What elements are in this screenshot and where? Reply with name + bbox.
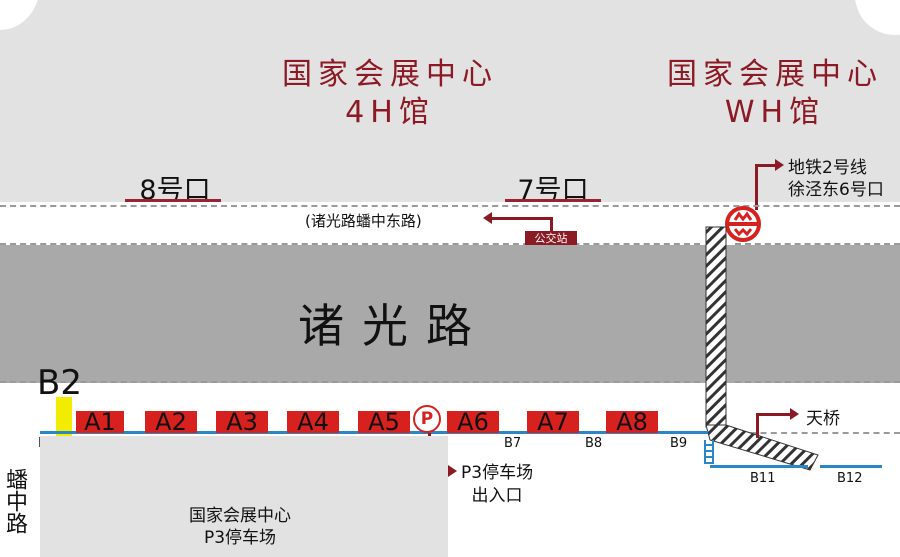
p3-entrance-label: P3停车场 出入口 [461,462,533,508]
platform-line-b12 [820,465,882,468]
stall-a7[interactable]: A7 [527,410,579,434]
platform-line-b11 [710,465,808,468]
parking-icon[interactable]: P [413,405,441,433]
corner-cut-left [0,0,40,30]
sidewalk-bottom-line-right [735,243,900,245]
stall-a5[interactable]: A5 [358,410,410,434]
gate-7-marker [505,199,601,202]
sidewalk-top-line [0,205,900,207]
stall-a4[interactable]: A4 [287,410,339,434]
metro-info: 地铁2号线 徐泾东6号口 [788,157,884,201]
main-road [0,245,900,383]
bridge-side-line [740,432,900,434]
direction-arrow-line [490,217,552,220]
metro-logo-icon [724,205,762,243]
hall-4h-name: 国家会展中心 [282,57,498,92]
p3-lot-line1: 国家会展中心 [189,506,291,526]
stall-a2[interactable]: A2 [145,410,197,434]
bridge-arrow-head [790,408,799,420]
road-name: 诸光路 [298,299,490,353]
bridge-label: 天桥 [806,409,840,429]
p3-arrow-head [448,465,457,477]
p3-entrance-line2: 出入口 [471,486,523,506]
metro-arrow-head [775,159,784,171]
stairs-icon [704,440,714,464]
bay-b9: B9 [670,436,688,451]
sidewalk-bottom-line [0,243,700,245]
bay-b7: B7 [504,436,522,451]
exhibition-area [0,0,900,202]
direction-arrow-stem [550,217,553,233]
b2-label: B2 [37,363,82,403]
b2-highlight [56,397,72,439]
footbridge [705,226,819,471]
gate-8-marker [125,199,221,202]
hall-wh-label: WH馆 [724,95,826,130]
bay-b12: B12 [837,471,863,486]
stall-a3[interactable]: A3 [216,410,268,434]
stall-a8[interactable]: A8 [606,410,658,434]
bridge-arrow-stem [756,413,759,438]
bay-b11: B11 [750,471,776,486]
hall-4h-title: 国家会展中心 4H馆 [250,56,530,132]
stall-a6[interactable]: A6 [447,410,499,434]
bus-stop-badge: 公交站 [525,231,577,246]
hall-4h-label: 4H馆 [345,95,435,130]
metro-exit-label: 徐泾东6号口 [788,180,884,200]
metro-arrow-horizontal [755,164,777,167]
side-road-label: 蟠中路 [2,468,27,534]
road-bottom-line-right [735,381,900,383]
corner-cut-right [855,0,900,35]
bay-b8: B8 [585,436,603,451]
metro-arrow-vertical [755,164,758,210]
parking-symbol: P [420,409,434,429]
p3-lot-label: 国家会展中心 P3停车场 [150,505,330,549]
street-direction-label: (诸光路蟠中东路) [305,212,422,230]
p3-entrance-line1: P3停车场 [461,463,534,483]
direction-arrow-head [483,212,492,224]
stall-a1[interactable]: A1 [76,410,124,434]
metro-line-label: 地铁2号线 [788,158,867,178]
road-bottom-line [0,381,700,383]
hall-wh-name: 国家会展中心 [667,57,883,92]
bridge-arrow-line [756,413,792,416]
p3-parking-lot [40,436,448,557]
p3-lot-line2: P3停车场 [203,528,277,548]
hall-wh-title: 国家会展中心 WH馆 [635,56,900,132]
